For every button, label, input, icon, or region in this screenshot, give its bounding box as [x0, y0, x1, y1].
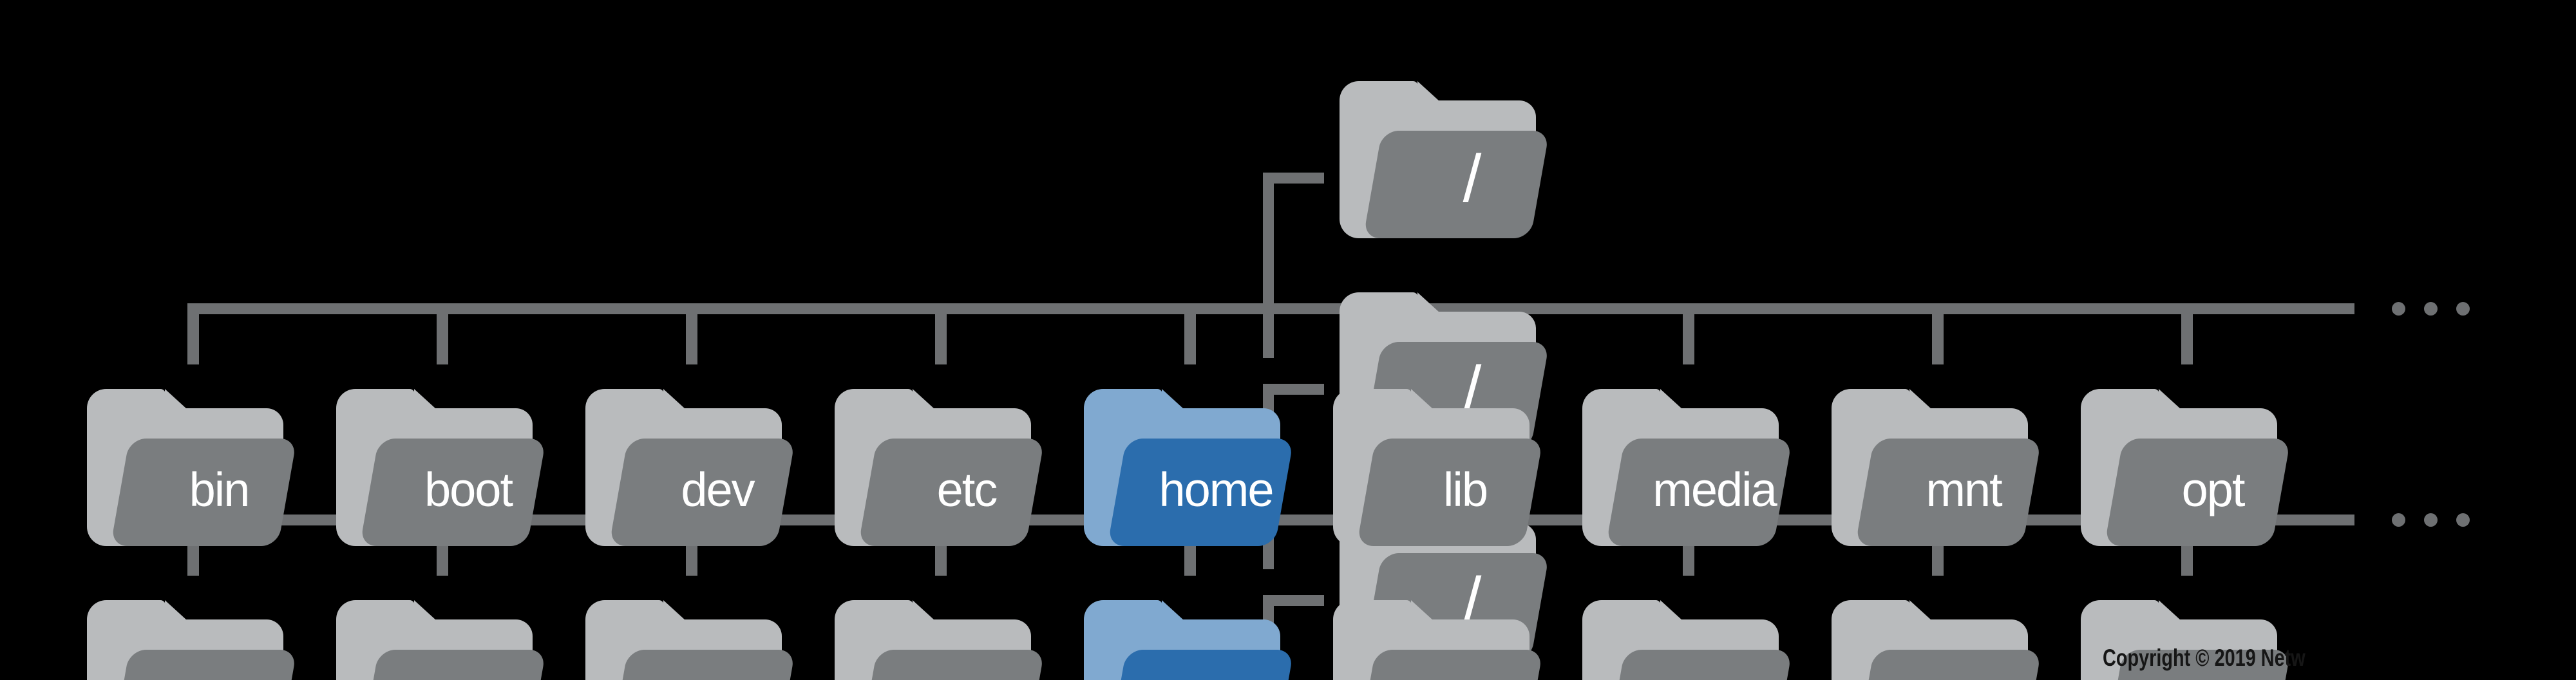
folder-tab-notch-icon [414, 600, 436, 620]
folder-tab-notch-icon [663, 600, 685, 620]
drop-line [2181, 303, 2193, 364]
folder-row2-4 [1084, 600, 1296, 680]
root-elbow-dangle [1263, 314, 1274, 358]
folder-tab-notch-icon [165, 389, 187, 409]
folder-label: etc [936, 463, 998, 516]
folder-row2-3 [835, 600, 1047, 680]
folder-label: boot [424, 463, 513, 516]
folder-boot: boot [336, 389, 549, 546]
bus-line-1 [187, 303, 2354, 314]
ellipsis-dot-icon [2456, 302, 2470, 316]
folder-tab-notch-icon [913, 389, 934, 409]
folder-tab-notch-icon [2159, 600, 2181, 620]
ellipsis-dot-icon [2392, 302, 2405, 316]
ellipsis-dot-icon [2392, 513, 2405, 527]
folder-lib: lib [1333, 389, 1546, 546]
ellipsis-dot-icon [2424, 513, 2438, 527]
folder-tab-notch-icon [913, 600, 934, 620]
drop-line [935, 303, 947, 364]
ellipsis-dot-icon [2424, 302, 2438, 316]
folder-tab-notch-icon [1909, 389, 1931, 409]
folder-label [877, 650, 1045, 680]
folder-row2-7 [1832, 600, 2044, 680]
root-elbow-horizontal [1263, 173, 1324, 184]
folder-label: mnt [1926, 463, 2002, 516]
folder-row2-0 [87, 600, 299, 680]
folder-tab-notch-icon [1417, 292, 1439, 312]
folder-tab-notch-icon [1162, 600, 1184, 620]
folder-label: media [1653, 463, 1777, 516]
drop-line [187, 303, 199, 364]
folder-label [628, 650, 795, 680]
folder-opt: opt [2081, 389, 2293, 546]
ellipsis-dot-icon [2456, 513, 2470, 527]
folder-label: opt [2181, 463, 2246, 516]
folder-tab-notch-icon [2159, 389, 2181, 409]
folder-root-1: / [1340, 81, 1552, 238]
folder-tab-notch-icon [1411, 389, 1433, 409]
drop-line [1932, 303, 1944, 364]
drop-line [686, 303, 697, 364]
folder-label: dev [681, 463, 755, 516]
folder-label: home [1159, 463, 1274, 516]
folder-tab-notch-icon [1660, 389, 1682, 409]
folder-label: / [1463, 142, 1482, 216]
folder-tab-notch-icon [1411, 600, 1433, 620]
drop-line [437, 303, 448, 364]
folder-etc: etc [835, 389, 1047, 546]
drop-line [1683, 303, 1694, 364]
folder-row2-6 [1582, 600, 1795, 680]
folder-mnt: mnt [1832, 389, 2044, 546]
copyright-text: Copyright © 2019 Netw [2103, 645, 2306, 671]
folder-row2-2 [585, 600, 798, 680]
folder-row2-5 [1333, 600, 1546, 680]
folder-label: lib [1443, 463, 1488, 516]
folder-dev: dev [585, 389, 798, 546]
folder-label [129, 650, 297, 680]
folder-media: media [1582, 389, 1795, 546]
folder-row2-8 [2081, 600, 2293, 680]
folder-label [1376, 650, 1543, 680]
folder-label [1874, 650, 2041, 680]
folder-tab-notch-icon [1162, 389, 1184, 409]
folder-label [1625, 650, 1792, 680]
folder-home: home [1084, 389, 1296, 546]
folder-bin: bin [87, 389, 299, 546]
folder-tab-notch-icon [663, 389, 685, 409]
folder-tab-notch-icon [414, 389, 436, 409]
folder-tab-notch-icon [1417, 81, 1439, 101]
folder-tab-notch-icon [165, 600, 187, 620]
folder-label [379, 650, 546, 680]
folder-tab-notch-icon [1909, 600, 1931, 620]
folder-tab-notch-icon [1660, 600, 1682, 620]
drop-line [1184, 303, 1196, 364]
root-elbow-vertical [1263, 173, 1274, 303]
folder-label: bin [189, 463, 251, 516]
root-elbow-horizontal [1263, 384, 1324, 395]
root-elbow-horizontal [1263, 595, 1324, 606]
folder-row2-1 [336, 600, 549, 680]
folder-label [1126, 650, 1294, 680]
